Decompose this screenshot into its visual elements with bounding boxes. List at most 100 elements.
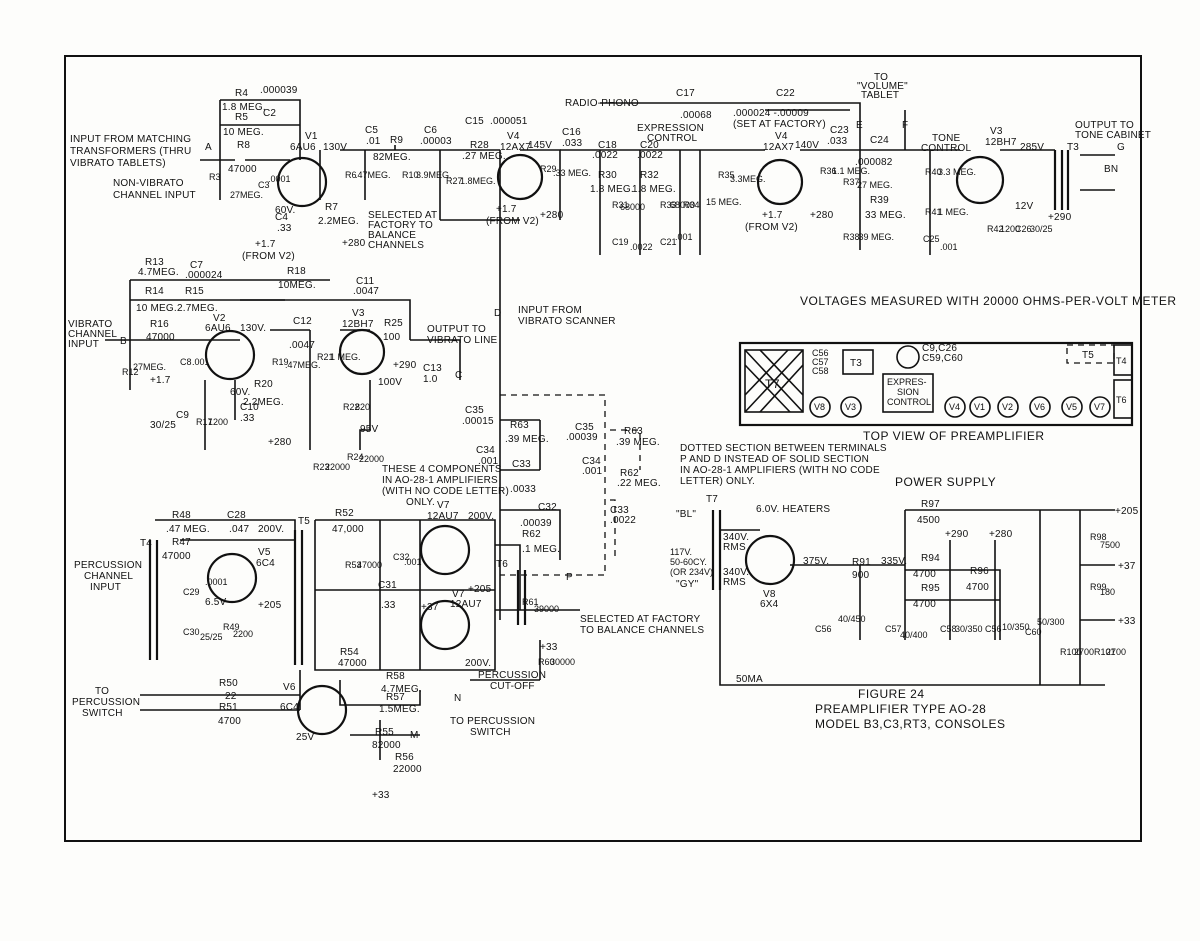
terminal-b: B [120, 336, 127, 347]
label-r100: R100 [1060, 647, 1082, 657]
label-c28: C28 [227, 510, 246, 521]
value-r13: 4.7MEG. [138, 267, 179, 278]
note-input-scanner-2: VIBRATO SCANNER [518, 316, 616, 327]
topview-c56-2: C57 [812, 357, 829, 367]
value-r25: 100 [383, 332, 401, 343]
note-rms-lower-1: 340V. [723, 567, 749, 578]
label-r13: R13 [145, 257, 164, 268]
terminal-d: D [494, 308, 501, 319]
transformer-symbols [148, 150, 1070, 665]
topview-expression-1: EXPRES- [887, 377, 927, 387]
value-c60: 50/300 [1037, 617, 1065, 627]
tube-v2-type: 6AU6 [205, 323, 231, 334]
value-c30: 25/25 [200, 632, 223, 642]
label-r14: R14 [145, 286, 164, 297]
note-percussion-input-1: PERCUSSION [74, 560, 142, 571]
note-rms-upper-1: 340V. [723, 532, 749, 543]
value-r34: 15 MEG. [706, 197, 742, 207]
voltage-200b: 200V. [468, 511, 494, 522]
label-c58: C58 [940, 624, 957, 634]
value-r32: 1.8 MEG. [632, 184, 676, 195]
note-selected-3: BALANCE [368, 230, 416, 241]
value-r29: .33 MEG. [553, 168, 591, 178]
note-to-volume-2: "VOLUME" [857, 81, 908, 92]
topview-c56-3: C58 [812, 366, 829, 376]
value-r41: 1 MEG. [938, 207, 969, 217]
label-c11: C11 [356, 276, 374, 287]
note-input-matching-2: TRANSFORMERS (THRU [70, 146, 191, 157]
label-r38: R38 [843, 232, 860, 242]
label-c35d: C35 [575, 422, 594, 433]
note-to-switch-right-2: SWITCH [470, 727, 511, 738]
topview-t3: T3 [850, 358, 862, 369]
figure-title: PREAMPLIFIER TYPE AO-28 [815, 702, 986, 716]
label-r63: R63 [510, 420, 529, 431]
tube-v8-type: 6X4 [760, 599, 779, 610]
voltage-290: +290 [1048, 212, 1072, 223]
label-r16: R16 [150, 319, 169, 330]
label-r8n: R8 [237, 140, 250, 151]
note-dotted-3: IN AO-28-1 AMPLIFIERS (WITH NO CODE [680, 465, 880, 476]
value-r28: .27 MEG. [462, 151, 506, 162]
tube-v6-name: V6 [283, 682, 296, 693]
label-r96: R96 [970, 566, 989, 577]
label-r97: R97 [921, 499, 940, 510]
tube-v3b-name: V3 [352, 308, 365, 319]
voltage-145: 145V [528, 140, 552, 151]
label-c17: C17 [676, 88, 695, 99]
tube-v7a-type: 12AU7 [427, 511, 459, 522]
label-r7: R7 [325, 202, 338, 213]
tube-v5-name: V5 [258, 547, 271, 558]
label-c34: C34 [476, 445, 495, 456]
note-non-vibrato-1: NON-VIBRATO [113, 178, 184, 189]
voltage-33b: +33 [372, 790, 390, 801]
label-t6: T6 [496, 559, 508, 570]
value-c3: .0001 [268, 174, 291, 184]
value-r20: 2.2MEG. [243, 397, 284, 408]
note-to-switch-left-2: PERCUSSION [72, 697, 140, 708]
label-r25: R25 [384, 318, 403, 329]
label-c29: C29 [183, 587, 200, 597]
tube-v1-type: 6AU6 [290, 142, 316, 153]
label-c3: C3 [258, 180, 270, 190]
value-r18: 10MEG. [278, 280, 316, 291]
value-c11: .0047 [353, 286, 379, 297]
tube-v3a [955, 155, 1005, 205]
voltage-205a: +205 [258, 600, 282, 611]
value-c32: .00039 [520, 518, 552, 529]
value-r58: 4.7MEG. [381, 684, 422, 695]
voltage-280c: +280 [810, 210, 834, 221]
note-non-vibrato-2: CHANNEL INPUT [113, 190, 196, 201]
terminal-m: M [410, 730, 419, 741]
voltage-60: 60V. [275, 205, 295, 216]
voltage-60b: 60V. [230, 387, 250, 398]
value-r100: 2700 [1074, 647, 1094, 657]
voltage-280b: +280 [540, 210, 564, 221]
value-c10: .33 [240, 413, 255, 424]
note-these-four-4: ONLY. [406, 497, 435, 508]
label-c35: C35 [465, 405, 484, 416]
label-c7: C7 [190, 260, 203, 271]
value-r17: 1200 [208, 417, 228, 427]
label-r51: R51 [219, 702, 238, 713]
value-r95: 4700 [913, 599, 936, 610]
voltage-280e: +280 [989, 529, 1013, 540]
value-r51: 4700 [218, 716, 241, 727]
label-r34: R34 [683, 200, 700, 210]
topview-t4: T4 [1116, 356, 1127, 366]
tube-v7b [419, 599, 471, 651]
label-r18: R18 [287, 266, 306, 277]
value-r16: 47000 [146, 332, 175, 343]
voltage-from-v2c: (FROM V2) [745, 222, 798, 233]
topview-t6: T6 [1116, 395, 1127, 405]
voltage-65: 6.5V [205, 597, 227, 608]
note-selected-1: SELECTED AT [368, 210, 437, 221]
value-c31: .33 [381, 600, 396, 611]
label-r54: R54 [340, 647, 359, 658]
label-c19: C19 [612, 237, 629, 247]
value-r33: 68000 [670, 200, 695, 210]
value-c34: .001 [478, 456, 499, 467]
label-r27: R27 [446, 176, 463, 186]
label-c33: C33 [512, 459, 531, 470]
